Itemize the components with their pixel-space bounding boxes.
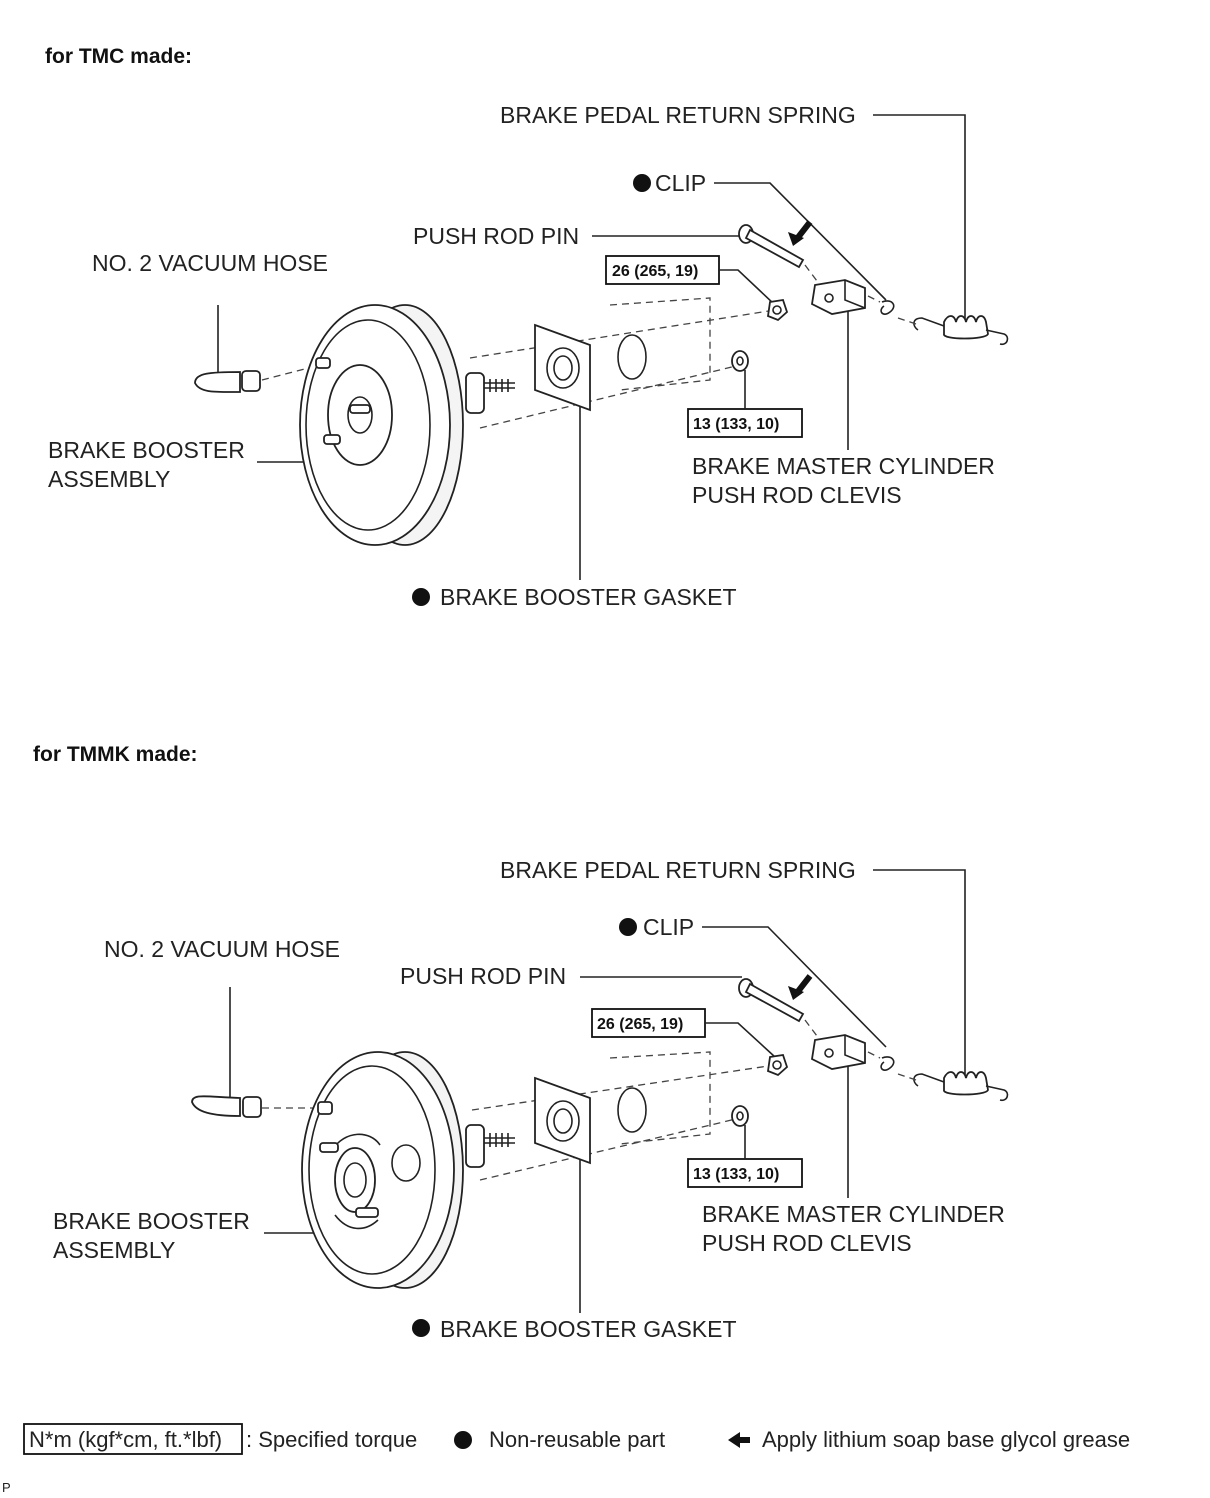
leader-line [702,926,887,1048]
leader-line [714,182,887,301]
vacuum-hose-drawing [194,364,321,393]
label-booster-1: BRAKE BOOSTER [53,1208,250,1234]
mounting-outline [617,1087,647,1133]
label-gasket: BRAKE BOOSTER GASKET [440,584,737,610]
nonreusable-dot-icon [454,1431,472,1449]
diagram-heading: for TMC made: [45,45,192,68]
label-push-rod-pin: PUSH ROD PIN [400,963,566,989]
return-spring-drawing [897,1071,1009,1102]
diagram-heading: for TMMK made: [33,743,198,766]
mounting-outline [609,1051,711,1145]
clip-drawing [867,1051,895,1071]
mounting-outline [609,297,711,391]
diagram-tmmk: for TMMK made: BRAKE PEDAL RETURN SPRING… [33,743,1009,1342]
legend: N*m (kgf*cm, ft.*lbf) : Specified torque… [2,1423,1130,1495]
grease-arrow-icon [788,986,804,1000]
leader-line [873,114,966,322]
booster-gasket-drawing [534,1076,591,1165]
vacuum-hose-drawing [191,1095,320,1118]
brake-booster-drawing [299,304,776,546]
label-clevis-2: PUSH ROD CLEVIS [692,482,902,508]
legend-torque-units: N*m (kgf*cm, ft.*lbf) [29,1427,222,1452]
nonreusable-dot-icon [619,918,637,936]
nut-large-drawing [767,1053,789,1077]
label-clevis-1: BRAKE MASTER CYLINDER [702,1201,1005,1227]
legend-nonreusable: Non-reusable part [489,1427,665,1452]
torque-value-small: 13 (133, 10) [693,1166,779,1183]
label-clip: CLIP [643,914,694,940]
label-return-spring: BRAKE PEDAL RETURN SPRING [500,102,856,128]
nonreusable-dot-icon [412,1319,430,1337]
torque-value-large: 26 (265, 19) [597,1016,683,1033]
leader-line [705,1022,776,1058]
clip-drawing [867,295,895,315]
leader-line [719,269,776,306]
label-booster-2: ASSEMBLY [53,1237,175,1263]
legend-torque-desc: : Specified torque [246,1427,417,1452]
diagram-tmc: for TMC made: BRAKE PEDAL RETURN SPRING … [45,45,1009,610]
torque-value-large: 26 (265, 19) [612,263,698,280]
legend-grease: Apply lithium soap base glycol grease [762,1427,1130,1452]
mounting-outline [617,334,647,380]
brake-booster-drawing [301,1051,776,1289]
label-push-rod-pin: PUSH ROD PIN [413,223,579,249]
torque-box [687,1158,803,1188]
torque-value-small: 13 (133, 10) [693,416,779,433]
label-booster-2: ASSEMBLY [48,466,170,492]
label-booster-1: BRAKE BOOSTER [48,437,245,463]
return-spring-drawing [897,315,1009,346]
grease-arrow-icon [728,1432,750,1448]
label-clip: CLIP [655,170,706,196]
label-gasket: BRAKE BOOSTER GASKET [440,1316,737,1342]
nut-large-drawing [767,298,789,322]
push-rod-pin-drawing [738,220,821,286]
clevis-drawing [811,1034,866,1070]
legend-torque-box [23,1423,243,1455]
nut-small-drawing [731,350,749,372]
clevis-drawing [811,279,866,315]
booster-gasket-drawing [534,323,591,412]
leader-line [873,869,966,1077]
push-rod-pin-drawing [738,974,821,1041]
nut-small-drawing [731,1105,749,1127]
label-vacuum-hose: NO. 2 VACUUM HOSE [92,250,328,276]
label-clevis-2: PUSH ROD CLEVIS [702,1230,912,1256]
label-clevis-1: BRAKE MASTER CYLINDER [692,453,995,479]
label-vacuum-hose: NO. 2 VACUUM HOSE [104,936,340,962]
label-return-spring: BRAKE PEDAL RETURN SPRING [500,857,856,883]
nonreusable-dot-icon [633,174,651,192]
figure-code: P [2,1480,11,1495]
nonreusable-dot-icon [412,588,430,606]
grease-arrow-icon [788,232,804,246]
